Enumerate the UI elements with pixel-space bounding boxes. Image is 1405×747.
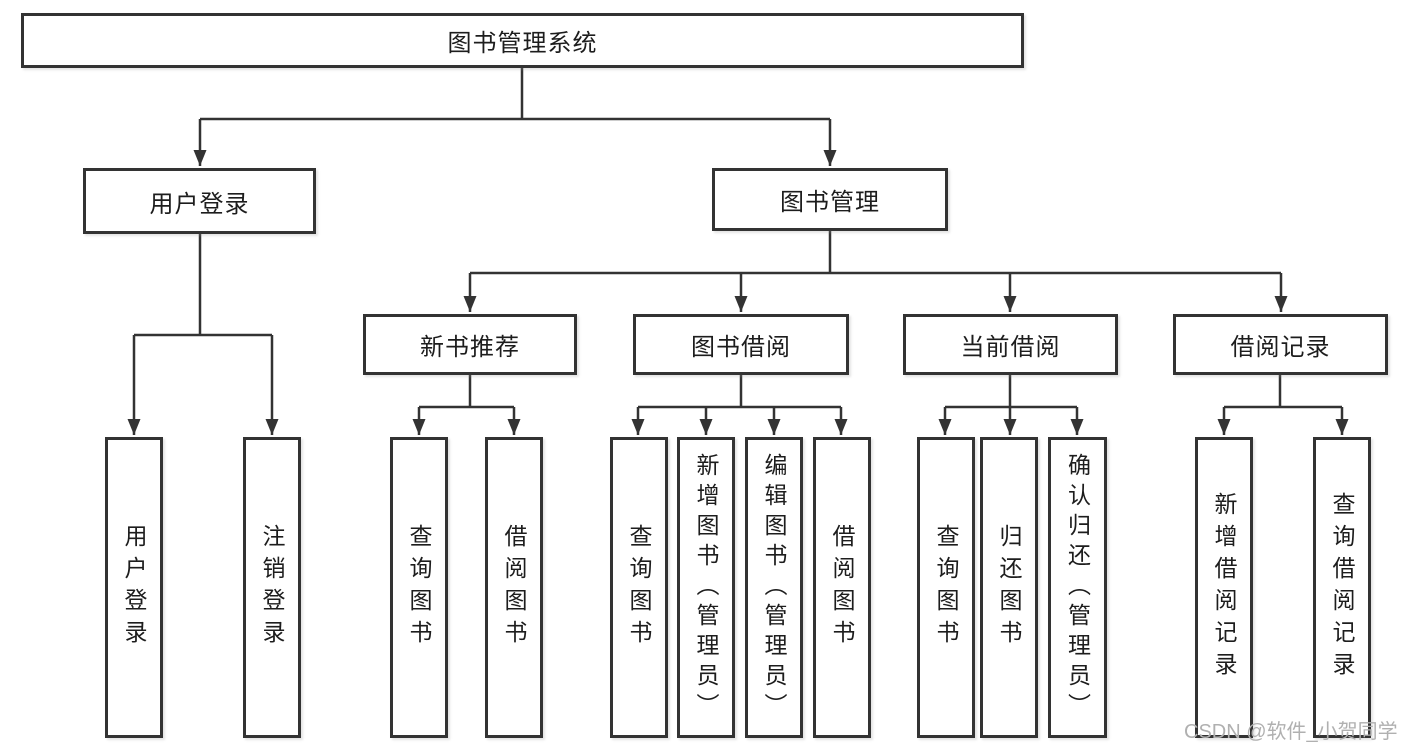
leaf-confirm-return-admin: 确认归还（管理员） (1048, 437, 1107, 738)
leaf-query-books-3: 查询图书 (917, 437, 975, 738)
connector-root (193, 68, 837, 166)
node-book-borrow: 图书借阅 (633, 314, 849, 375)
node-user-login: 用户登录 (83, 168, 316, 234)
leaf-query-books-1: 查询图书 (390, 437, 448, 738)
connector-borrow-records (1217, 375, 1349, 435)
leaf-query-borrow-record: 查询借阅记录 (1313, 437, 1371, 738)
leaf-add-book-admin: 新增图书（管理员） (677, 437, 735, 738)
leaf-logout: 注销登录 (243, 437, 301, 738)
node-root: 图书管理系统 (21, 13, 1024, 68)
leaf-user-login: 用户登录 (105, 437, 163, 738)
leaf-add-borrow-record: 新增借阅记录 (1195, 437, 1253, 738)
node-new-book-recommend: 新书推荐 (363, 314, 577, 375)
node-current-borrow: 当前借阅 (903, 314, 1118, 375)
connector-new-book (412, 375, 521, 435)
connector-book-borrow (631, 375, 848, 435)
connector-current-borrow (938, 375, 1084, 435)
leaf-borrow-books-2: 借阅图书 (813, 437, 871, 738)
node-book-management: 图书管理 (712, 168, 948, 231)
leaf-query-books-2: 查询图书 (610, 437, 668, 738)
watermark: CSDN @软件_小贺同学 (1184, 721, 1398, 743)
node-borrow-records: 借阅记录 (1173, 314, 1388, 375)
leaf-return-book: 归还图书 (980, 437, 1038, 738)
connector-book-management (463, 231, 1288, 312)
leaf-borrow-books-1: 借阅图书 (485, 437, 543, 738)
leaf-edit-book-admin: 编辑图书（管理员） (745, 437, 803, 738)
connector-user-login (127, 234, 279, 435)
